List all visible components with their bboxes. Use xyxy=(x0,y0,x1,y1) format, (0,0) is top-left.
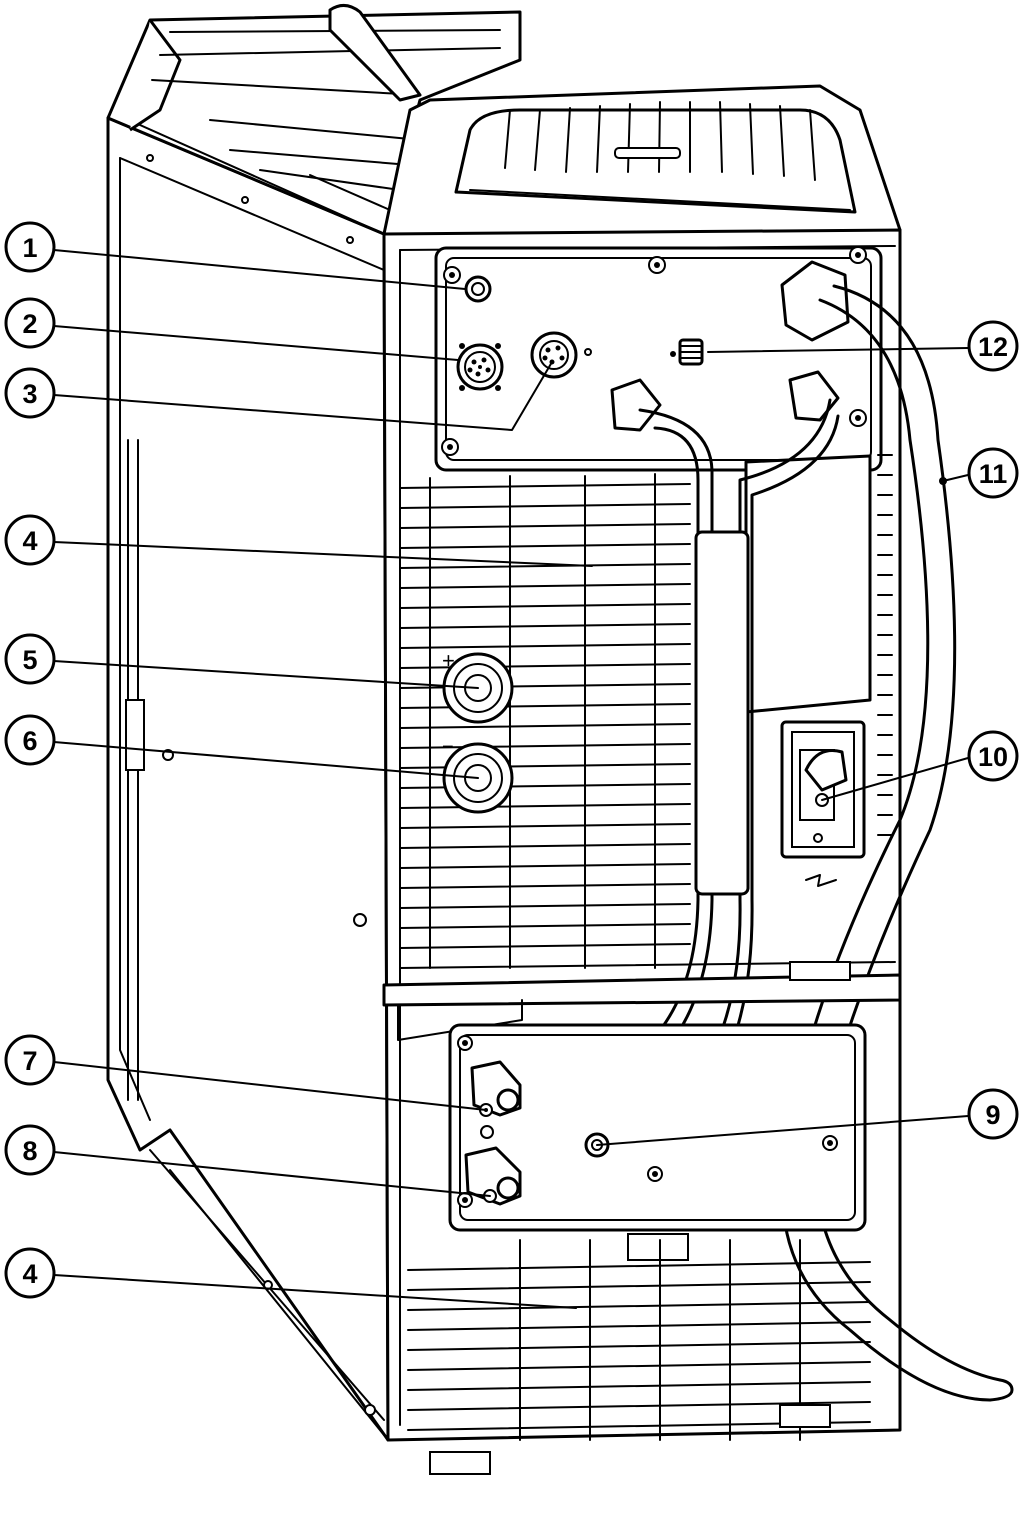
callout-7: 7 xyxy=(4,1034,56,1086)
coolant-fitting-upper xyxy=(470,1060,522,1117)
callout-8: 8 xyxy=(4,1124,56,1176)
callout-label: 2 xyxy=(22,309,37,339)
indicator-dot xyxy=(480,1125,494,1139)
control-socket xyxy=(456,343,504,391)
callout-label: 12 xyxy=(978,332,1008,362)
callout-10: 10 xyxy=(967,730,1019,782)
side-panel xyxy=(106,116,390,1442)
callout-6: 6 xyxy=(4,714,56,766)
callout-4-upper: 4 xyxy=(4,514,56,566)
coolant-fitting-lower xyxy=(464,1146,522,1206)
mains-cable xyxy=(781,284,1014,1402)
callout-11: 11 xyxy=(967,447,1019,499)
callout-label: 11 xyxy=(979,459,1008,489)
callout-2: 2 xyxy=(4,297,56,349)
callout-label: 9 xyxy=(985,1100,1000,1130)
callout-4-lower: 4 xyxy=(4,1247,56,1299)
vent-grille-upper xyxy=(399,454,896,969)
callout-label: 6 xyxy=(22,726,37,756)
callout-label: 3 xyxy=(22,379,37,409)
callout-label: 4 xyxy=(22,526,37,556)
mains-switch xyxy=(780,720,866,887)
strain-relief-small xyxy=(670,338,704,366)
callout-9: 9 xyxy=(967,1088,1019,1140)
hose-glands xyxy=(610,260,850,432)
callout-label: 8 xyxy=(22,1136,37,1166)
callout-label: 1 xyxy=(22,233,37,263)
callout-label: 7 xyxy=(22,1046,37,1076)
callout-label: 10 xyxy=(978,742,1008,772)
lower-section-divider xyxy=(382,961,902,1041)
callout-12: 12 xyxy=(967,320,1019,372)
minus-sign: − xyxy=(442,736,454,758)
data-socket xyxy=(530,331,592,379)
callout-label: 5 xyxy=(22,645,37,675)
callout-5: 5 xyxy=(4,633,56,685)
leader-lines xyxy=(53,249,969,1309)
top-frame xyxy=(106,4,902,252)
plus-sign: + xyxy=(442,648,455,673)
fuse-button xyxy=(464,275,492,303)
callout-label: 4 xyxy=(22,1259,37,1289)
callout-1: 1 xyxy=(4,221,56,273)
callout-3: 3 xyxy=(4,367,56,419)
vent-grille-lower xyxy=(407,1233,871,1475)
